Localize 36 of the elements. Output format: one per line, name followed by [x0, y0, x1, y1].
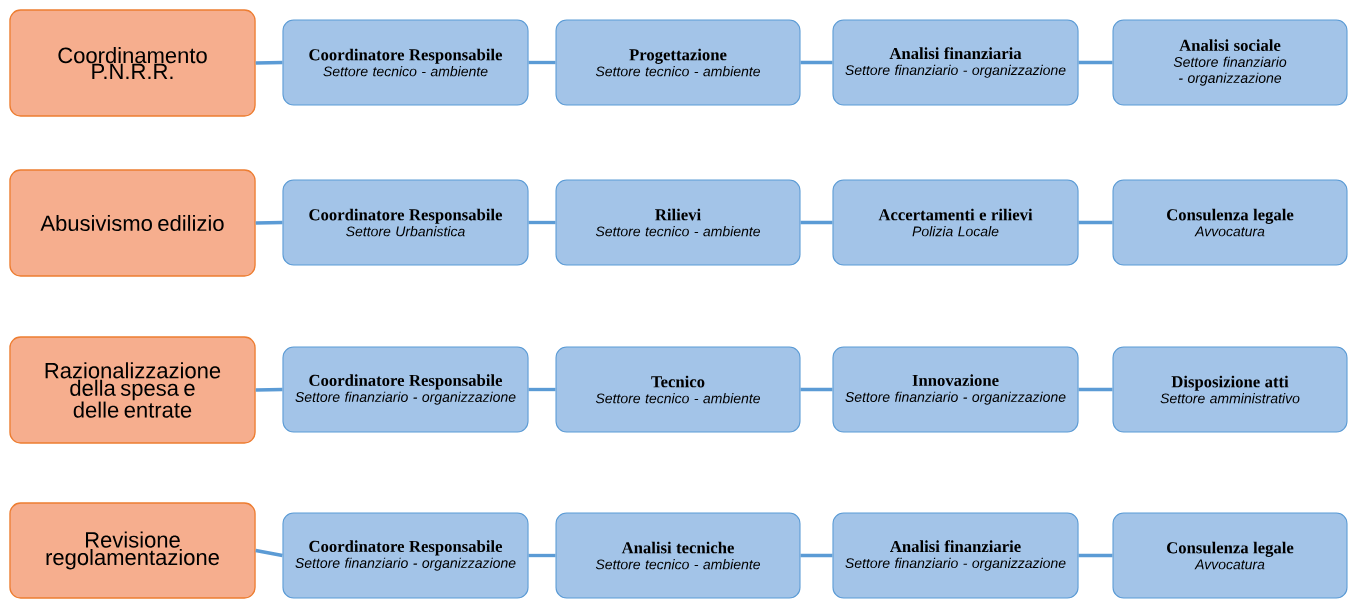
category-box: Coordinamento P.N.R.R. [9, 9, 256, 117]
connector-line [1078, 553, 1113, 558]
connector-line [800, 60, 833, 65]
process-box: Accertamenti e rilievi Polizia Locale [832, 179, 1079, 266]
process-box: Coordinatore Responsabile Settore tecnico - ambiente [282, 19, 529, 106]
process-box: Tecnico Settore tecnico - ambiente [555, 346, 801, 433]
category-box: Abusivismo edilizio [9, 169, 256, 277]
process-box: Analisi finanziaria Settore finanziario - organizzazione [832, 19, 1079, 106]
connector-line [1078, 60, 1113, 65]
connector-line [528, 220, 556, 225]
connector-line [1078, 387, 1113, 392]
process-box: Rilievi Settore tecnico - ambiente [555, 179, 801, 266]
connector-line [255, 220, 283, 225]
process-box: Coordinatore Responsabile Settore finanziario - organizzazione [282, 346, 529, 433]
process-box: Analisi tecniche Settore tecnico - ambiente [555, 512, 801, 599]
connector-line [800, 553, 833, 558]
process-box: Consulenza legale Avvocatura [1112, 179, 1348, 266]
connector-line [800, 220, 833, 225]
connector-line [528, 60, 556, 65]
connector-line [255, 387, 283, 392]
process-box: Analisi sociale Settore finanziario - organizzazione [1112, 19, 1348, 106]
process-box: Consulenza legale Avvocatura [1112, 512, 1348, 599]
category-box: Revisione regolamentazione [9, 502, 256, 599]
process-box: Disposizione atti Settore amministrativo [1112, 346, 1348, 433]
connector-line [1078, 220, 1113, 225]
process-box: Analisi finanziarie Settore finanziario - organizzazione [832, 512, 1079, 599]
connector-line [528, 387, 556, 392]
connector-line [255, 60, 283, 65]
connector-line [800, 387, 833, 392]
process-box: Innovazione Settore finanziario - organizzazione [832, 346, 1079, 433]
connector-line [255, 548, 283, 558]
process-box: Coordinatore Responsabile Settore Urbanistica [282, 179, 529, 266]
process-box: Coordinatore Responsabile Settore finanziario - organizzazione [282, 512, 529, 599]
category-box: Razionalizzazione della spesa e delle entrate [9, 336, 256, 444]
process-box: Progettazione Settore tecnico - ambiente [555, 19, 801, 106]
connector-line [528, 553, 556, 558]
